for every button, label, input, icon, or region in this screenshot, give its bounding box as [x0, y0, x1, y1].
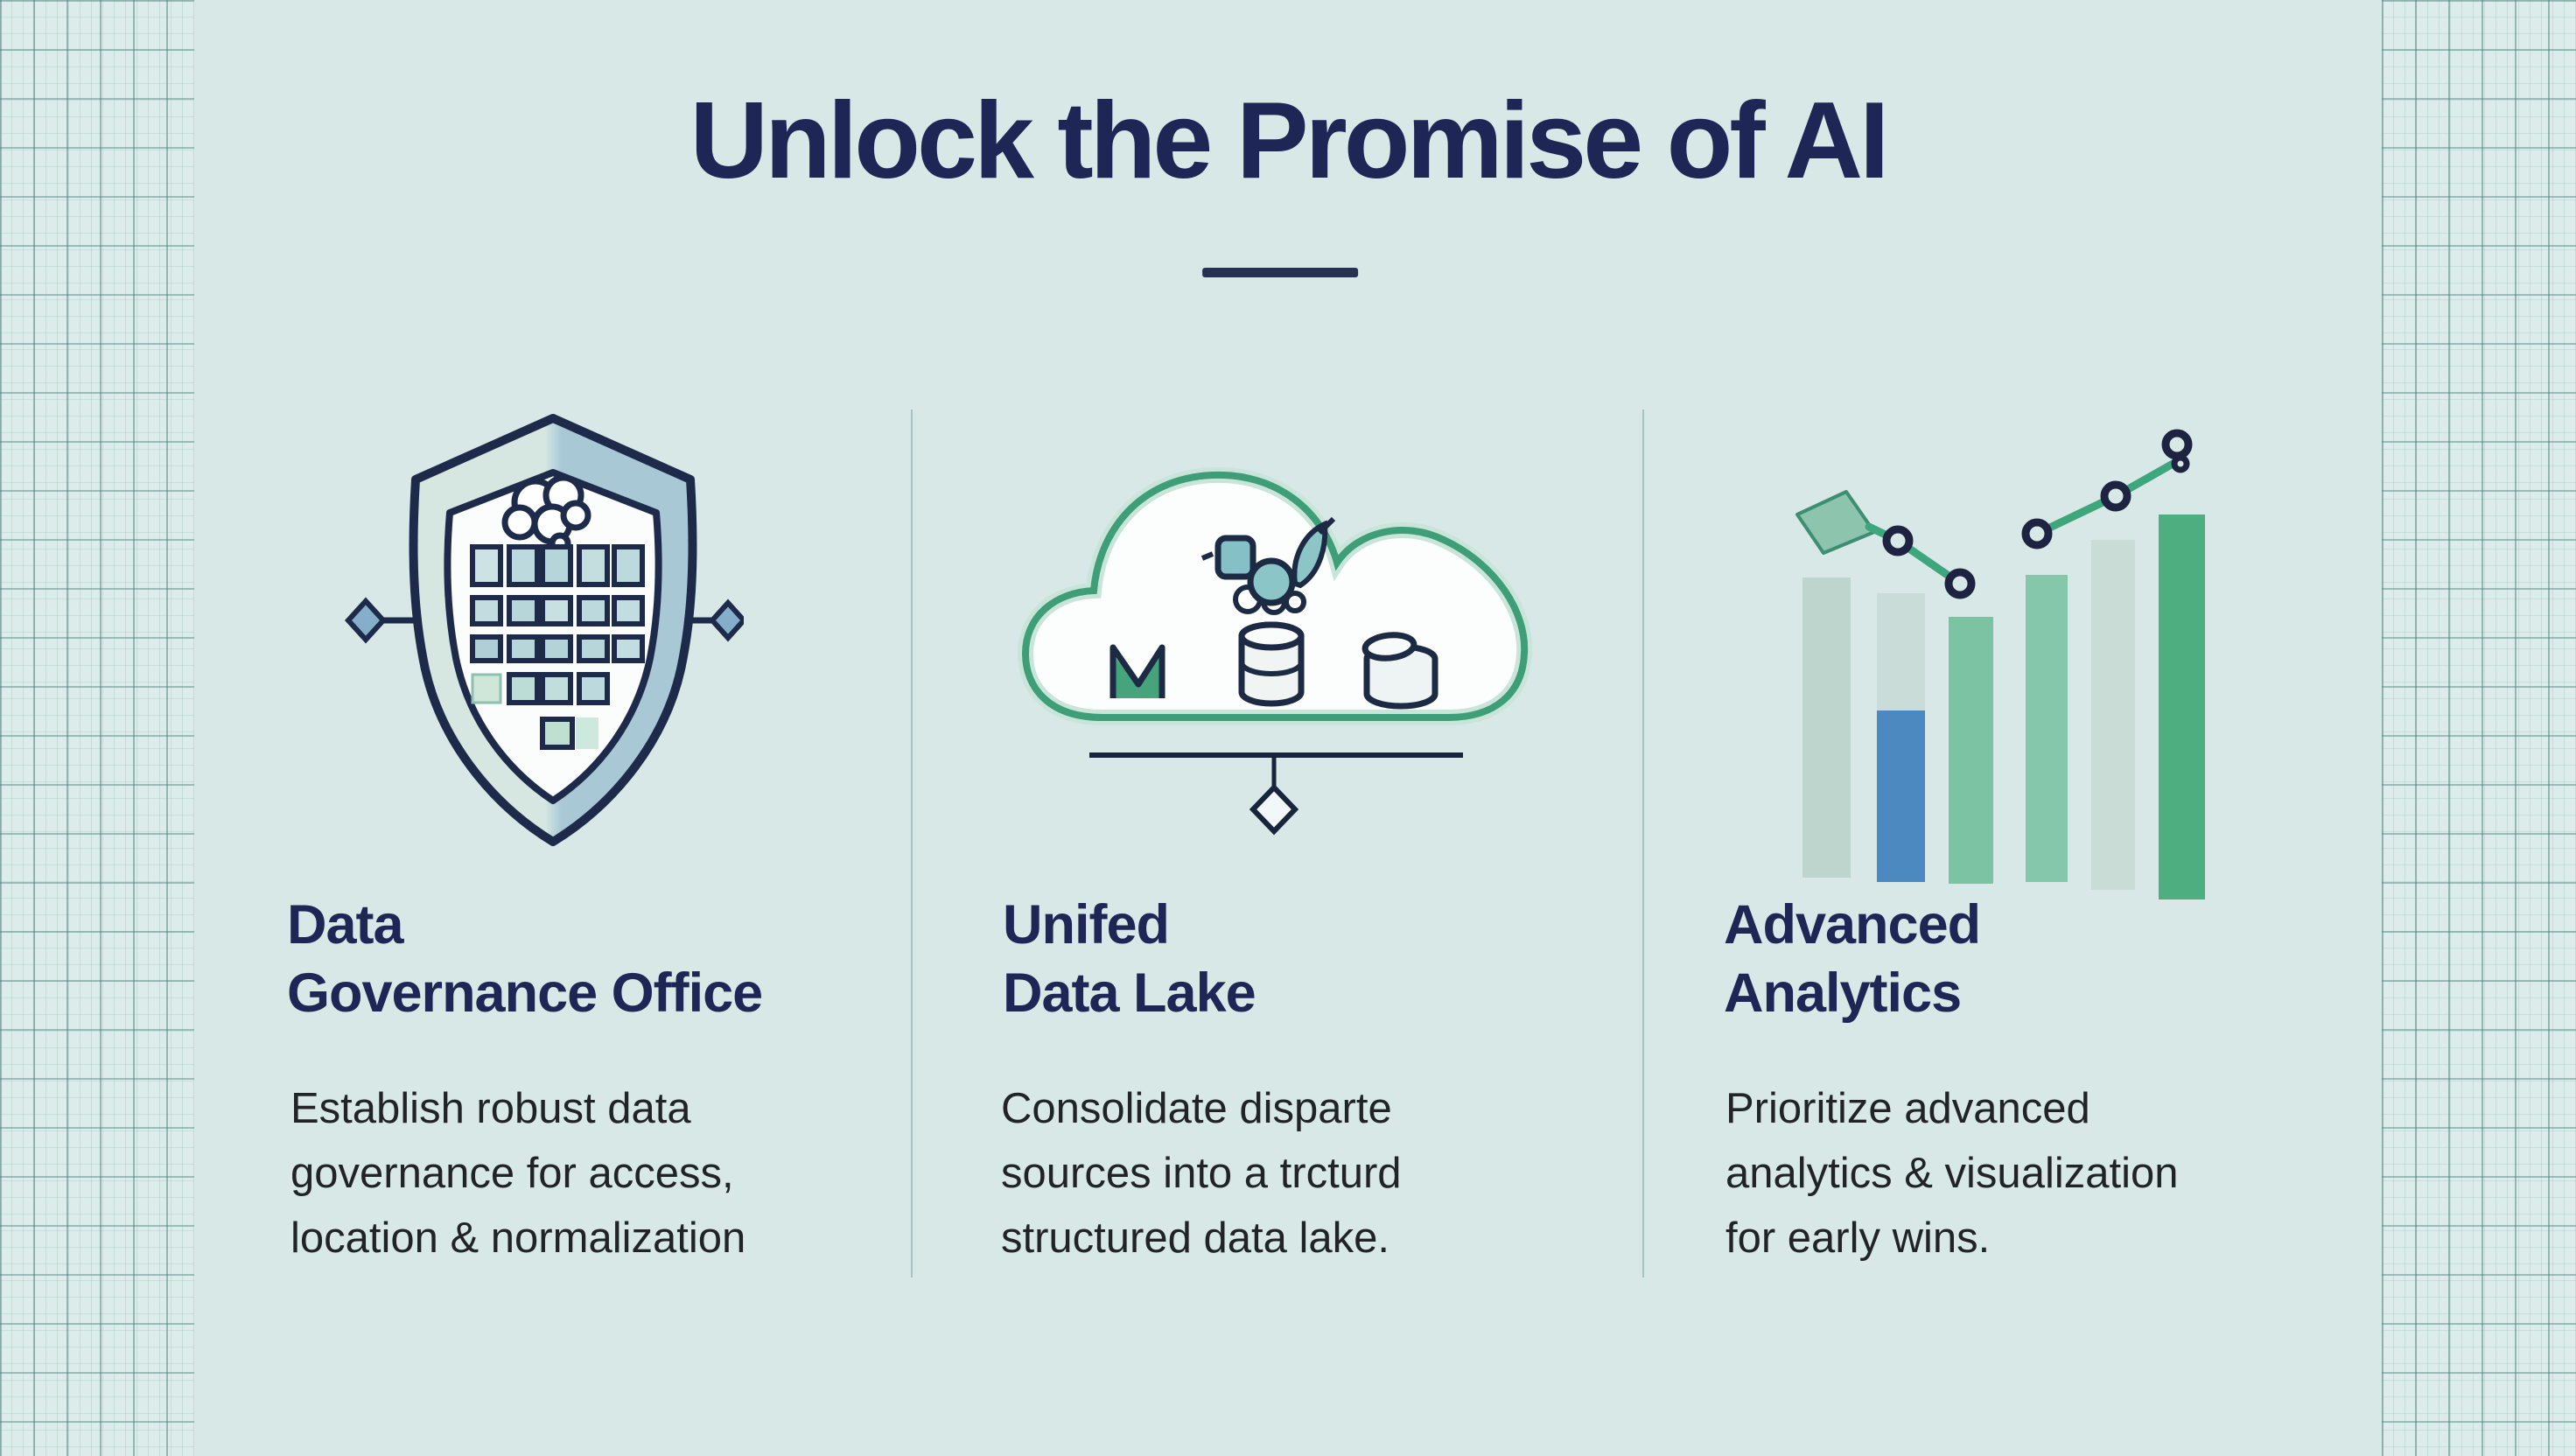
column-body-analytics: Prioritize advanced analytics & visualiz…	[1726, 1085, 2179, 1262]
storage-drum-icon	[1362, 632, 1438, 710]
data-grid-squares	[470, 544, 645, 750]
title-underline-dash	[1202, 268, 1359, 277]
column-heading-analytics: Advanced Analytics	[1724, 894, 1981, 1024]
left-grid-pattern	[0, 0, 194, 1456]
descending-trend-line	[1796, 490, 1976, 599]
bar-chart-trend-icon	[1796, 429, 2205, 900]
column-divider-1	[911, 410, 913, 1278]
column-divider-2	[1642, 410, 1644, 1278]
source-document-icon	[1110, 644, 1166, 698]
connector-right	[690, 598, 744, 642]
cloud-outline	[1021, 471, 1529, 721]
column-body-data-lake: Consolidate disparte sources into a trct…	[1001, 1085, 1402, 1262]
database-cylinder-icon	[1238, 621, 1305, 707]
sync-cluster-icon	[1200, 516, 1336, 615]
connector-left	[344, 597, 422, 644]
column-heading-data-lake: Unifed Data Lake	[1003, 894, 1256, 1024]
chart-bars	[1802, 514, 2205, 900]
ascending-trend-line	[2021, 429, 2193, 550]
pennant-flag	[1796, 490, 1876, 555]
cloud-data-lake-icon	[1017, 466, 1533, 836]
column-heading-governance: Data Governance Office	[287, 894, 763, 1024]
page-title: Unlock the Promise of AI	[690, 80, 1890, 201]
people-brain-icon	[501, 474, 592, 555]
blue-bar-segment	[1877, 710, 1925, 882]
right-grid-pattern	[2382, 0, 2576, 1456]
flow-connector	[1089, 752, 1463, 836]
column-body-governance: Establish robust data governance for acc…	[290, 1085, 746, 1262]
shield-data-grid-icon	[344, 414, 744, 846]
flow-diamond	[1249, 783, 1299, 836]
